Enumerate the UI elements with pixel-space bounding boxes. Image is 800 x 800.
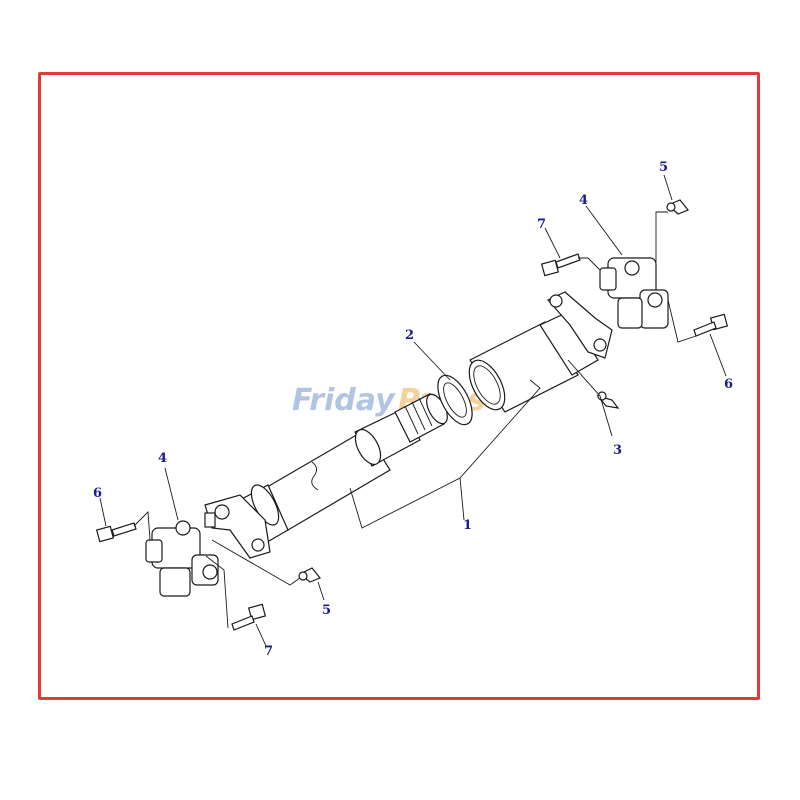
bearing-ring [437,374,473,426]
callout-5-right: 5 [659,160,668,175]
grease-fitting-part-3 [596,391,620,409]
callout-4-right: 4 [579,193,588,208]
yoke-left [204,494,271,559]
callout-7-right: 7 [537,217,546,232]
universal-joint-left [145,520,219,597]
callout-4-left: 4 [158,451,167,466]
yoke-right [547,291,613,359]
bolt-part-7-left [231,603,267,631]
diagram-frame [38,72,760,700]
bolt-part-6-left [95,522,137,543]
grease-fitting-part-5-right [666,199,689,215]
callout-3: 3 [613,443,622,458]
bolt-part-6-right [693,313,729,337]
callout-5-left: 5 [322,603,331,618]
watermark-text-friday: Friday [292,383,396,418]
grease-fitting-part-5-left [298,567,321,583]
shaft-right-tube [468,311,599,413]
leader-lines [99,174,727,647]
universal-joint-right [599,257,669,329]
callout-7-left: 7 [264,644,273,659]
bolt-part-7-right [540,253,581,277]
callout-2: 2 [405,328,414,343]
callout-6-left: 6 [93,486,102,501]
callout-6-right: 6 [724,377,733,392]
shaft-main-tube [239,393,448,546]
callout-1: 1 [463,518,472,533]
